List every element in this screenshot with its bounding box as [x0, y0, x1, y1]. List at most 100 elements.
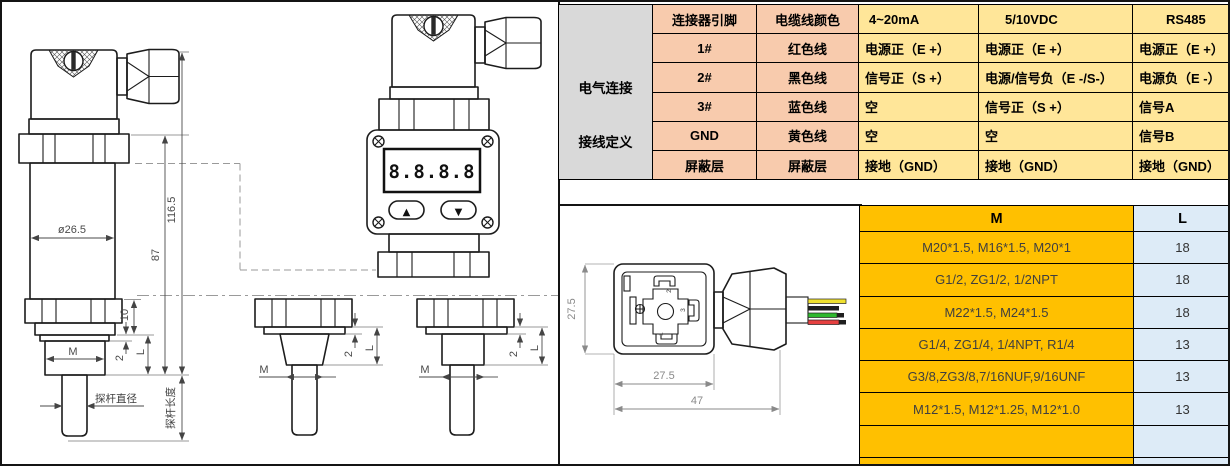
keyway-cross — [642, 288, 689, 335]
dim-thread-size: M — [68, 346, 77, 358]
table-row: G1/2, ZG1/2, 1/2NPT 18 — [859, 263, 1228, 297]
cell-rs485: 电源负（E -） — [1132, 62, 1228, 93]
row-header-line: 接线定义 — [578, 135, 633, 150]
dim-thread-size: M — [259, 364, 268, 376]
cell-pin: 屏蔽层 — [652, 149, 757, 181]
pin-label-1: 1 — [658, 332, 665, 336]
table-row: M20*1.5, M16*1.5, M20*1 18 — [859, 230, 1228, 265]
table-row — [859, 457, 1228, 464]
up-arrow-icon: ▲ — [403, 207, 411, 218]
dim-L: L — [364, 345, 376, 351]
dim-probe-diameter: 探杆直径 — [95, 392, 137, 405]
lcd-screen — [382, 147, 482, 194]
table-row: 2# 黑色线 信号正（S +） 电源/信号负（E -/S-） 电源负（E -） — [559, 62, 1228, 93]
cell-length: 13 — [1133, 327, 1228, 362]
cell-length — [1133, 424, 1228, 459]
cell-thread: G1/2, ZG1/2, 1/2NPT — [859, 263, 1134, 297]
cell-vdc: 电源/信号负（E -/S-） — [978, 62, 1133, 93]
wiring-row-header: 电气连接 接线定义 — [558, 3, 653, 181]
cell-vdc: 电源正（E +） — [978, 33, 1133, 64]
cell-vdc: 空 — [978, 120, 1133, 151]
down-button[interactable] — [440, 200, 477, 220]
table-row: 3# 蓝色线 空 信号正（S +） 信号A — [559, 91, 1228, 122]
table-row: GND 黄色线 空 空 信号B — [559, 120, 1228, 151]
cell-rs485: 信号B — [1132, 120, 1228, 151]
col-header-pin: 连接器引脚 — [652, 3, 757, 35]
front-view-drawing: 8.8.8.8 ▲ ▼ — [366, 14, 542, 278]
cell-420: 电源正（E +） — [858, 33, 979, 64]
dim-L: L — [529, 345, 541, 351]
projection-lines — [135, 163, 558, 296]
section-rule — [558, 204, 862, 206]
lcd-digits: 8.8.8.8 — [388, 161, 475, 183]
ground-symbol-icon — [634, 303, 646, 315]
side-view-dimensions: ø26.5 M 探杆直径 87 116.5 探杆长度 10 2 — [31, 51, 189, 442]
col-header-m: M — [859, 205, 1134, 232]
connector-dimensions: 27.5 27.5 47 — [566, 263, 781, 415]
dim-width-27-5: 27.5 — [653, 370, 674, 382]
hex-nut — [18, 133, 130, 164]
wiring-table: 电气连接 接线定义 连接器引脚 电缆线颜色 4~20mA 5/10VDC RS4… — [558, 3, 1228, 181]
cell-length: 18 — [1133, 295, 1228, 329]
cell-length: 18 — [1133, 263, 1228, 297]
cell-pin: 2# — [652, 62, 757, 93]
cell-rs485: 接地（GND） — [1132, 149, 1228, 181]
row-header-line: 电气连接 — [578, 81, 633, 96]
dim-10: 10 — [119, 309, 131, 321]
ground-slot — [629, 296, 637, 325]
cell-color: 红色线 — [756, 33, 859, 64]
cell-color: 蓝色线 — [756, 91, 859, 122]
side-view-drawing — [18, 48, 180, 437]
dim-height-27-5: 27.5 — [566, 298, 578, 319]
fitting-view-tapered: M 2 L — [254, 298, 383, 436]
connector-cable-gland — [713, 267, 847, 351]
pin-slot-3 — [688, 299, 700, 322]
col-header-4-20ma: 4~20mA — [858, 3, 979, 35]
dim-diameter: ø26.5 — [58, 224, 86, 236]
wire-green — [807, 312, 838, 318]
cell-thread: G3/8,ZG3/8,7/16NUF,9/16UNF — [859, 360, 1134, 394]
col-header-rs485: RS485 — [1132, 3, 1228, 35]
cell-vdc: 信号正（S +） — [978, 91, 1133, 122]
wire-black — [808, 306, 839, 311]
dim-probe-length: 探杆长度 — [164, 387, 177, 429]
panel-divider — [558, 2, 560, 464]
dim-2: 2 — [508, 351, 520, 357]
dim-116-5: 116.5 — [166, 197, 178, 224]
cell-pin: 1# — [652, 33, 757, 64]
cell-length: 13 — [1133, 392, 1228, 426]
center-hole — [656, 302, 675, 321]
wire-yellow — [807, 298, 847, 304]
table-row: 电气连接 接线定义 连接器引脚 电缆线颜色 4~20mA 5/10VDC RS4… — [558, 3, 1228, 181]
dim-2: 2 — [114, 355, 126, 361]
cell-length: 18 — [1133, 230, 1228, 265]
up-button[interactable] — [388, 200, 425, 220]
probe-rod — [61, 374, 88, 437]
table-row: 屏蔽层 屏蔽层 接地（GND） 接地（GND） 接地（GND） — [559, 149, 1228, 181]
table-row — [859, 424, 1228, 459]
table-row: M12*1.5, M12*1.25, M12*1.0 13 — [859, 392, 1228, 426]
thread-table: M L M20*1.5, M16*1.5, M20*1 18 G1/2, ZG1… — [859, 205, 1228, 464]
table-row: 1# 红色线 电源正（E +） 电源正（E +） 电源正（E +） — [559, 33, 1228, 64]
pin-slot-1 — [655, 333, 678, 345]
cell-thread — [859, 424, 1134, 459]
cell-420: 接地（GND） — [858, 149, 979, 181]
dim-2: 2 — [343, 351, 355, 357]
dim-thread-size: M — [420, 364, 429, 376]
col-header-5-10vdc: 5/10VDC — [978, 3, 1133, 35]
wires — [807, 298, 847, 325]
cell-420: 空 — [858, 91, 979, 122]
wire-red — [807, 319, 840, 325]
cell-color: 屏蔽层 — [756, 149, 859, 181]
down-arrow-icon: ▼ — [455, 207, 463, 218]
pin-label-3: 3 — [680, 308, 687, 312]
cell-pin: GND — [652, 120, 757, 151]
cell-pin: 3# — [652, 91, 757, 122]
din-connector-drawing: 2 3 1 27.5 27.5 — [566, 263, 847, 415]
table-row: M22*1.5, M24*1.5 18 — [859, 295, 1228, 329]
cell-420: 信号正（S +） — [858, 62, 979, 93]
pin-slot-2 — [653, 275, 676, 287]
dim-87: 87 — [150, 249, 162, 261]
cell-length — [1133, 457, 1228, 464]
cell-rs485: 信号A — [1132, 91, 1228, 122]
